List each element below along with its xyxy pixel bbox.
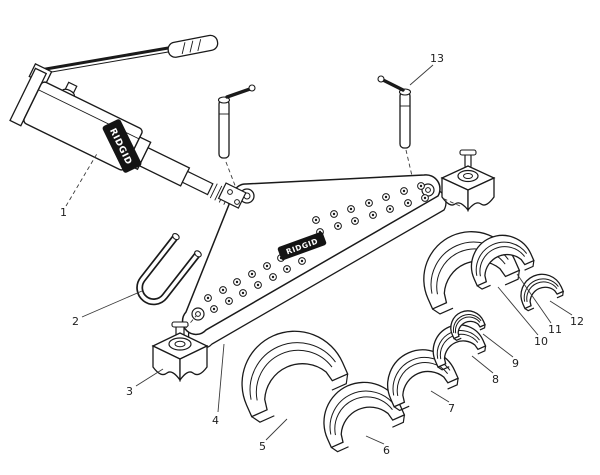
part-pump-assembly: RIDGID [9,34,244,209]
callout-label-6: 6 [383,444,390,457]
part-pin-right [377,75,413,177]
callout-9: 9 [482,333,519,370]
callout-5: 5 [259,418,288,453]
pump-handle-grip [167,34,219,58]
ram-cylinder [138,146,191,187]
callout-label-13: 13 [430,52,444,65]
part-u-hook [136,233,202,306]
callout-12: 12 [549,300,584,328]
callout-7: 7 [430,390,455,415]
callout-label-10: 10 [534,335,548,348]
callout-3: 3 [126,368,164,398]
callout-label-2: 2 [72,315,79,328]
callout-4: 4 [212,343,225,427]
callout-label-5: 5 [259,440,266,453]
pump-handle-rod [39,45,175,72]
callout-label-3: 3 [126,385,133,398]
callout-label-11: 11 [548,323,562,336]
callout-label-7: 7 [448,402,455,415]
ram-nose [181,170,214,196]
part-former-12 [514,267,565,312]
part-former-10 [407,215,524,317]
callout-label-4: 4 [212,414,219,427]
callouts: 1 2 3 4 5 6 7 8 [60,52,584,457]
callout-label-1: 1 [60,206,67,219]
part-pin-left [217,84,256,189]
ram-spring [209,183,232,205]
callout-13: 13 [409,52,444,86]
part-frame: RIDGID [181,174,447,350]
part-corner-support-right [440,149,496,212]
callout-1: 1 [60,151,99,219]
callout-label-9: 9 [512,357,519,370]
callout-2: 2 [72,290,143,328]
callout-label-8: 8 [492,373,499,386]
callout-label-12: 12 [570,315,584,328]
callout-6: 6 [365,435,390,457]
callout-8: 8 [471,355,499,386]
callout-11: 11 [516,273,562,336]
callout-10: 10 [497,286,548,348]
